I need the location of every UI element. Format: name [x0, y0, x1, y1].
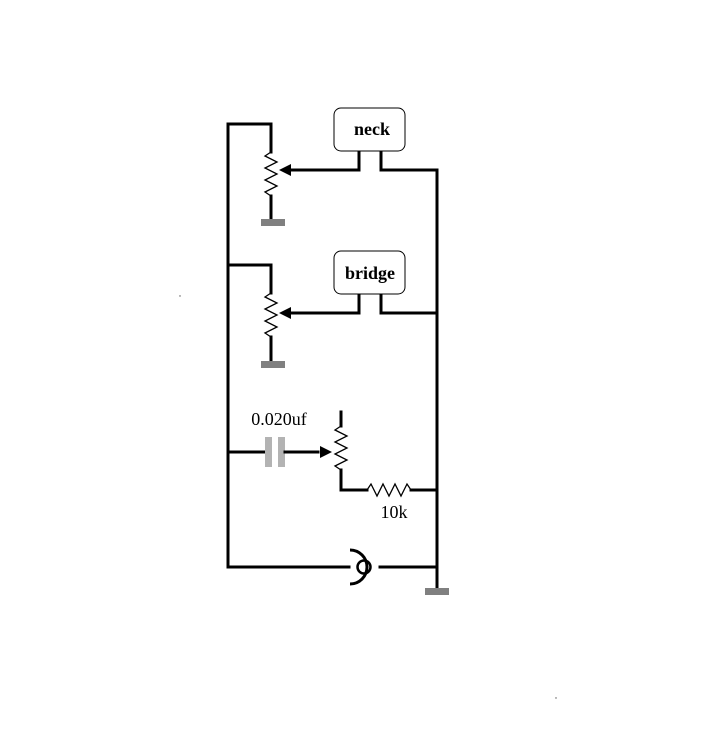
resistor-10k: 10k — [366, 482, 412, 522]
neck-pickup: neck — [333, 107, 406, 152]
left-bus-wires — [226, 122, 351, 569]
tone-pot — [333, 410, 369, 492]
bridge-pickup: bridge — [333, 250, 406, 295]
ground-symbol — [261, 219, 285, 226]
bridge-volume-pot — [261, 292, 361, 368]
tone-capacitor: 0.020uf — [251, 409, 332, 467]
stray-dot — [555, 697, 557, 699]
right-bus-wires — [378, 150, 439, 590]
bridge-pickup-label: bridge — [345, 263, 395, 283]
output-jack — [349, 548, 372, 586]
resistor-label: 10k — [381, 502, 408, 522]
wiper-arrow — [320, 446, 332, 458]
neck-volume-pot — [261, 150, 361, 226]
ground-symbol — [261, 361, 285, 368]
neck-pickup-label: neck — [354, 119, 390, 139]
stray-dot — [179, 295, 181, 297]
ground-symbol — [425, 588, 449, 595]
wiper-arrow — [279, 307, 291, 319]
wiper-arrow — [279, 164, 291, 176]
capacitor-label: 0.020uf — [251, 409, 307, 429]
